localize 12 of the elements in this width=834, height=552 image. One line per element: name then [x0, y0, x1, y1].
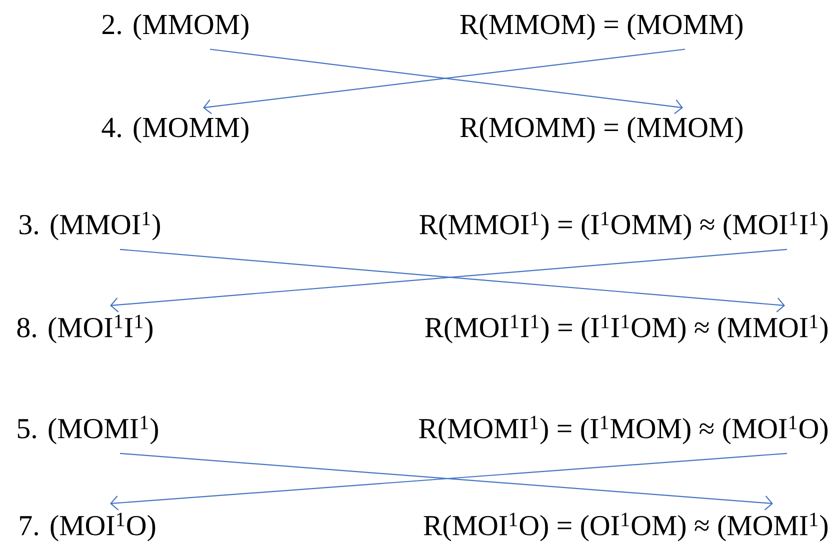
formula-text: R(MMOM) = (MOMM) — [460, 14, 742, 40]
formula-text: 8. (MOI$^{1}$I$^{1}$) — [17, 314, 152, 344]
formula-text: 7. (MOI$^{1}$O) — [20, 512, 156, 542]
formula-text: 5. (MOMI$^{1}$) — [18, 416, 158, 444]
formula-text: R(MOMM) = (MMOM) — [460, 116, 742, 144]
formula-text: R(MMOI$^{1}$) = (I$^{1}$OMM) ≈ (MOI$^{1}$I$^{1}$) — [420, 212, 828, 240]
formula-text: 3. (MMOI$^{1}$) — [20, 212, 160, 240]
formula-text: 2. (MMOM) — [102, 14, 248, 40]
formula-text: R(MOMI$^{1}$) = (I$^{1}$MOM) ≈ (MOI$^{1}$O) — [419, 416, 828, 444]
formula-text: R(MOI$^{1}$O) = (OI$^{1}$OM) ≈ (MOMI$^{1}$) — [424, 512, 828, 542]
formula-text: R(MOI$^{1}$I$^{1}$) = (I$^{1}$I$^{1}$OM) ≈ (MMOI$^{1}$) — [425, 314, 828, 344]
formula-text: 4. (MOMM) — [102, 116, 248, 144]
